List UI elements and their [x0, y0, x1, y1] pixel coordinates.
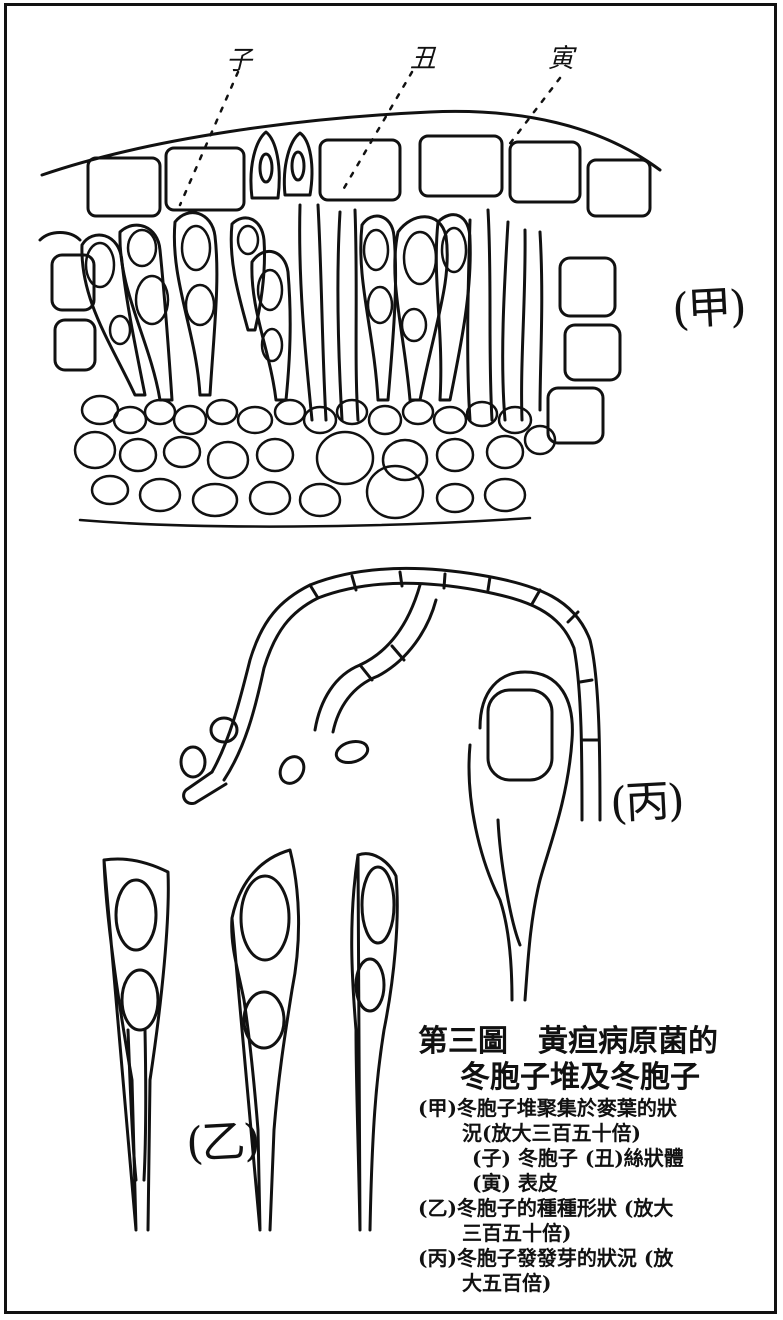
annotation-zi: 子 [226, 40, 252, 77]
figure-caption: 第三圖 黃疸病原菌的 冬胞子堆及冬胞子 (甲)冬胞子堆聚集於麥葉的狀 況(放大三… [418, 1024, 773, 1296]
caption-line: 三百五十倍) [418, 1221, 773, 1246]
panel-label-bing: (丙) [608, 764, 684, 832]
cross-section-panel [40, 72, 660, 527]
annotation-yin: 寅 [548, 38, 574, 75]
caption-line: (乙)冬胞子的種種形狀 (放大 [418, 1196, 773, 1221]
caption-line: (甲)冬胞子堆聚集於麥葉的狀 [418, 1096, 773, 1121]
caption-title: 第三圖 黃疸病原菌的 冬胞子堆及冬胞子 [418, 1024, 773, 1096]
spore-shapes-panel [104, 850, 397, 1230]
basal-cells [75, 396, 555, 527]
caption-line: (丙)冬胞子發發芽的狀況 (放 [418, 1246, 773, 1271]
panel-label-yi: (乙) [184, 1104, 260, 1172]
caption-title-line1: 第三圖 黃疸病原菌的 [418, 1024, 718, 1059]
epidermis-cells [88, 132, 650, 216]
caption-line: (寅) 表皮 [418, 1171, 773, 1196]
annotation-chou: 丑 [410, 38, 436, 75]
caption-title-line2: 冬胞子堆及冬胞子 [418, 1060, 773, 1096]
caption-line: (子) 冬胞子 (丑)絲狀體 [418, 1146, 773, 1171]
caption-line: 大五百倍) [418, 1271, 773, 1296]
panel-label-jia: (甲) [670, 270, 746, 338]
caption-line: 況(放大三百五十倍) [418, 1121, 773, 1146]
